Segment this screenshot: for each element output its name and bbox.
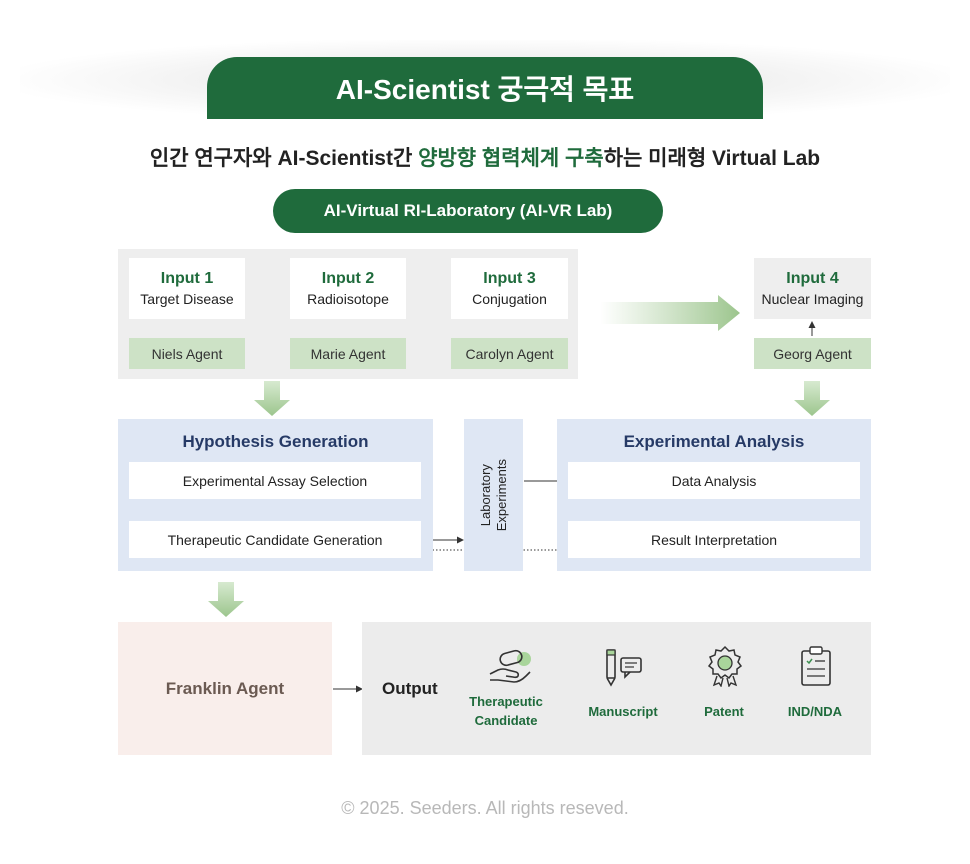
carolyn-agent: Carolyn Agent xyxy=(451,338,568,369)
output-item-manuscript: Manuscript xyxy=(588,704,658,719)
down-arrow-to-analysis xyxy=(794,381,830,416)
clipboard-icon xyxy=(801,646,831,686)
output-item-0-line1: Therapeutic xyxy=(469,694,543,709)
candidate-generation-box: Therapeutic Candidate Generation xyxy=(129,521,421,558)
assay-selection-box: Experimental Assay Selection xyxy=(129,462,421,499)
lab-experiments-line2: Experiments xyxy=(493,458,509,532)
subtitle-prefix: 인간 연구자와 AI-Scientist간 xyxy=(149,147,419,170)
input-2-subtitle: Radioisotope xyxy=(307,290,389,307)
output-panel xyxy=(362,622,871,755)
input-3-subtitle: Conjugation xyxy=(472,290,547,307)
input-3-title: Input 3 xyxy=(483,269,536,287)
input-4-box: Input 4 Nuclear Imaging xyxy=(754,258,871,319)
award-badge-icon xyxy=(707,645,743,687)
pencil-speech-icon xyxy=(606,649,642,687)
output-item-ind-nda: IND/NDA xyxy=(787,704,843,719)
input-2-title: Input 2 xyxy=(321,269,375,287)
input-1-box: Input 1 Target Disease xyxy=(129,258,245,319)
georg-agent: Georg Agent xyxy=(754,338,871,369)
marie-agent: Marie Agent xyxy=(290,338,406,369)
input-3-box: Input 3 Conjugation xyxy=(451,258,568,319)
input-1-title: Input 1 xyxy=(160,269,214,287)
input-1-subtitle: Target Disease xyxy=(140,290,234,307)
hand-capsule-icon xyxy=(489,649,531,683)
data-analysis-box: Data Analysis xyxy=(568,462,860,499)
output-item-patent: Patent xyxy=(704,704,744,719)
lab-name-pill: AI-Virtual RI-Laboratory (AI-VR Lab) xyxy=(273,189,663,233)
franklin-agent-box: Franklin Agent xyxy=(118,622,332,755)
result-interpretation-box: Result Interpretation xyxy=(568,521,860,558)
down-arrow-to-hypothesis xyxy=(254,381,290,416)
subtitle-suffix: 하는 미래형 Virtual Lab xyxy=(603,147,821,170)
analysis-title: Experimental Analysis xyxy=(623,432,805,451)
niels-agent: Niels Agent xyxy=(129,338,245,369)
banner-title: AI-Scientist 궁극적 목표 xyxy=(207,57,763,119)
subtitle: 인간 연구자와 AI-Scientist간 양방향 협력체계 구축하는 미래형 … xyxy=(0,142,970,172)
copyright-footer: © 2025. Seeders. All rights reseved. xyxy=(341,798,629,818)
input-2-box: Input 2 Radioisotope xyxy=(290,258,406,319)
subtitle-highlight: 양방향 협력체계 구축 xyxy=(418,147,604,170)
lab-experiments-line1: Laboratory xyxy=(477,463,493,527)
input-4-title: Input 4 xyxy=(786,269,839,287)
output-item-0-line2: Candidate xyxy=(474,713,538,728)
output-label: Output xyxy=(382,679,438,698)
input-4-subtitle: Nuclear Imaging xyxy=(761,290,864,307)
big-arrow-to-input4 xyxy=(600,295,740,331)
down-arrow-to-franklin xyxy=(208,582,244,617)
hypothesis-title: Hypothesis Generation xyxy=(182,432,369,451)
